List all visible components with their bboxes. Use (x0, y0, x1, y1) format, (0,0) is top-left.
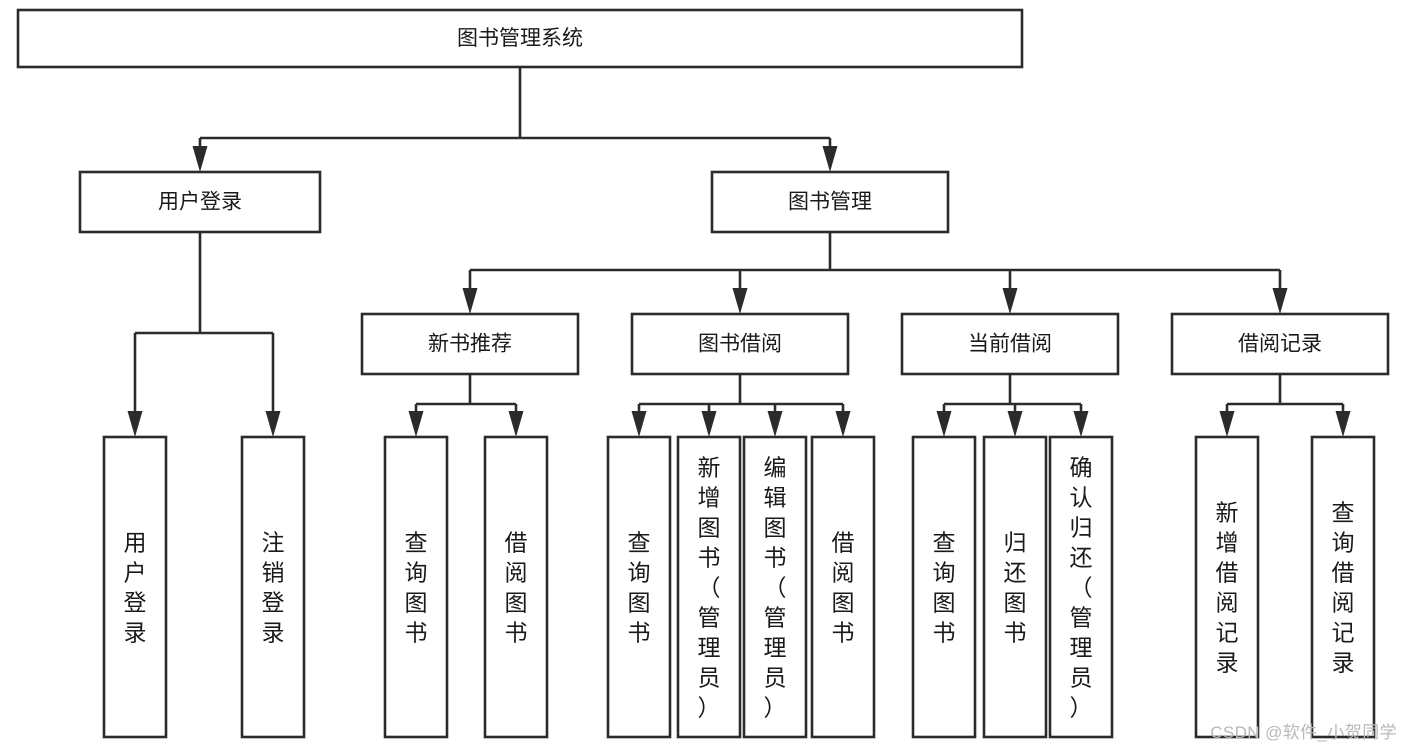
node-box[interactable] (710, 170, 950, 234)
node-box[interactable] (742, 435, 808, 739)
node-leaf-return-book[interactable]: 归还图书 (982, 435, 1048, 739)
node-box[interactable] (102, 435, 168, 739)
connectors-layer (127, 67, 1351, 437)
node-box[interactable] (1194, 435, 1260, 739)
node-label: 新增借阅记录 (1216, 499, 1239, 675)
node-box[interactable] (1310, 435, 1376, 739)
node-user-login[interactable]: 用户登录 (78, 170, 322, 234)
node-box[interactable] (630, 312, 850, 376)
node-leaf-borrow-book-1[interactable]: 借阅图书 (483, 435, 549, 739)
node-leaf-query-book-3[interactable]: 查询图书 (911, 435, 977, 739)
node-label: 借阅记录 (1238, 333, 1322, 356)
arrow-head-icon (408, 411, 424, 437)
node-label: 注销登录 (262, 529, 285, 645)
arrow-head-icon (1335, 411, 1351, 437)
node-box[interactable] (676, 435, 742, 739)
node-leaf-query-book-2[interactable]: 查询图书 (606, 435, 672, 739)
arrow-head-icon (1073, 411, 1089, 437)
arrow-head-icon (1002, 288, 1018, 314)
node-box[interactable] (360, 312, 580, 376)
node-box[interactable] (1170, 312, 1390, 376)
node-leaf-user-login[interactable]: 用户登录 (102, 435, 168, 739)
node-label: 新书推荐 (428, 333, 512, 356)
node-label: 借阅图书 (505, 529, 528, 645)
arrow-head-icon (508, 411, 524, 437)
node-box[interactable] (78, 170, 322, 234)
node-box[interactable] (16, 8, 1024, 69)
node-leaf-add-book-admin[interactable]: 新增图书（管理员） (676, 435, 742, 739)
arrow-head-icon (192, 146, 208, 172)
node-leaf-confirm-return-admin[interactable]: 确认归还（管理员） (1048, 435, 1114, 739)
node-leaf-logout-login[interactable]: 注销登录 (240, 435, 306, 739)
arrow-head-icon (462, 288, 478, 314)
node-label: 用户登录 (158, 191, 242, 214)
node-label: 图书管理 (788, 191, 872, 214)
node-leaf-add-borrow-record[interactable]: 新增借阅记录 (1194, 435, 1260, 739)
nodes-layer: 图书管理系统用户登录图书管理新书推荐图书借阅当前借阅借阅记录用户登录注销登录查询… (16, 8, 1390, 739)
node-label: 归还图书 (1004, 529, 1027, 645)
node-box[interactable] (606, 435, 672, 739)
arrow-head-icon (732, 288, 748, 314)
node-label: 查询图书 (933, 529, 956, 645)
arrow-head-icon (1007, 411, 1023, 437)
node-label: 新增图书（管理员） (698, 454, 721, 720)
node-label: 图书管理系统 (457, 27, 583, 50)
node-leaf-edit-book-admin[interactable]: 编辑图书（管理员） (742, 435, 808, 739)
node-book-manage[interactable]: 图书管理 (710, 170, 950, 234)
node-box[interactable] (483, 435, 549, 739)
arrow-head-icon (822, 146, 838, 172)
node-box[interactable] (383, 435, 449, 739)
node-book-borrow[interactable]: 图书借阅 (630, 312, 850, 376)
arrow-head-icon (1272, 288, 1288, 314)
arrow-head-icon (936, 411, 952, 437)
node-new-book-recommend[interactable]: 新书推荐 (360, 312, 580, 376)
node-label: 用户登录 (124, 529, 147, 645)
node-label: 图书借阅 (698, 333, 782, 356)
node-label: 借阅图书 (832, 529, 855, 645)
arrow-head-icon (1219, 411, 1235, 437)
node-box[interactable] (810, 435, 876, 739)
arrow-head-icon (631, 411, 647, 437)
node-label: 编辑图书（管理员） (764, 454, 787, 720)
node-leaf-borrow-book-2[interactable]: 借阅图书 (810, 435, 876, 739)
arrow-head-icon (767, 411, 783, 437)
node-label: 查询借阅记录 (1332, 499, 1355, 675)
node-current-borrow[interactable]: 当前借阅 (900, 312, 1120, 376)
node-box[interactable] (911, 435, 977, 739)
node-box[interactable] (900, 312, 1120, 376)
node-label: 确认归还（管理员） (1070, 454, 1093, 720)
arrow-head-icon (701, 411, 717, 437)
node-label: 当前借阅 (968, 333, 1052, 356)
arrow-head-icon (127, 411, 143, 437)
node-leaf-query-borrow-record[interactable]: 查询借阅记录 (1310, 435, 1376, 739)
node-leaf-query-book-1[interactable]: 查询图书 (383, 435, 449, 739)
node-borrow-record[interactable]: 借阅记录 (1170, 312, 1390, 376)
node-box[interactable] (1048, 435, 1114, 739)
node-label: 查询图书 (405, 529, 428, 645)
node-box[interactable] (982, 435, 1048, 739)
arrow-head-icon (835, 411, 851, 437)
node-root[interactable]: 图书管理系统 (16, 8, 1024, 69)
arrow-head-icon (265, 411, 281, 437)
csdn-watermark: CSDN @软件_小贺同学 (1210, 723, 1397, 742)
node-box[interactable] (240, 435, 306, 739)
node-label: 查询图书 (628, 529, 651, 645)
